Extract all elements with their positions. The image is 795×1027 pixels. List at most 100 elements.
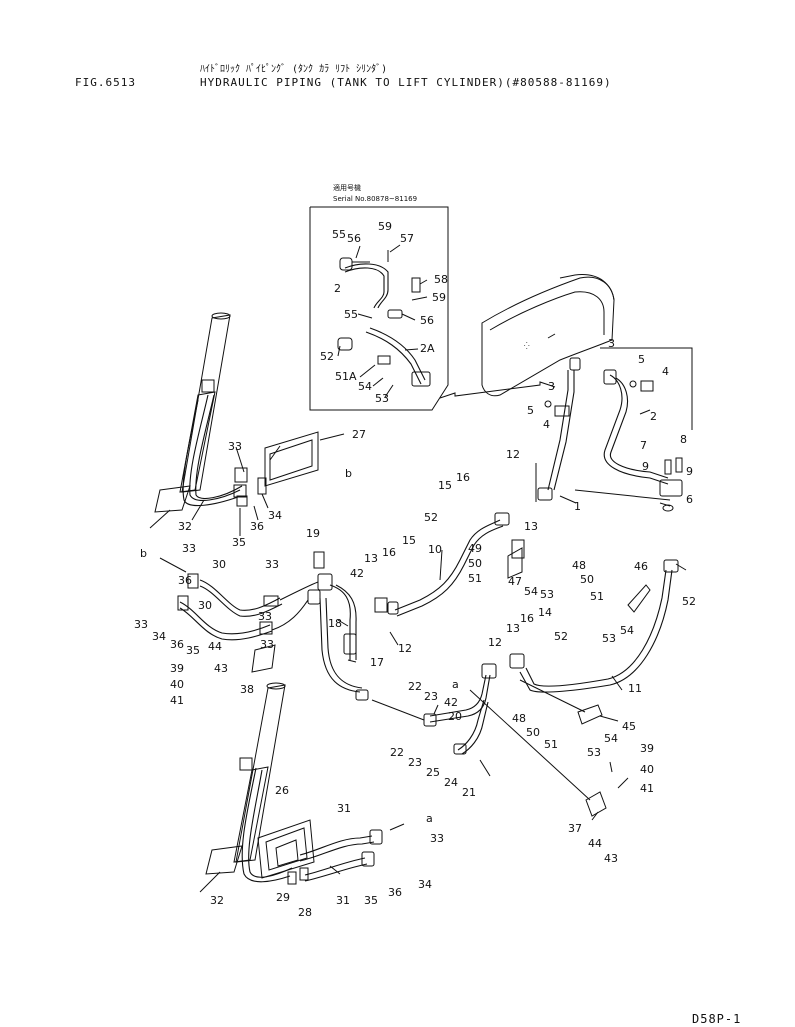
callout-12: 12 <box>488 636 502 649</box>
callout-33: 33 <box>134 618 148 631</box>
callout-52: 52 <box>682 595 696 608</box>
callout-34: 34 <box>152 630 166 643</box>
figure-title-japanese: ﾊｲﾄﾞﾛﾘｯｸ ﾊﾟｲﾋﾟﾝｸﾞ (ﾀﾝｸ ｶﾗ ﾘﾌﾄ ｼﾘﾝﾀﾞ) <box>200 64 388 75</box>
control-valve-lines <box>374 512 679 817</box>
callout-28: 28 <box>298 906 312 919</box>
callout-36: 36 <box>250 520 264 533</box>
figure-title: HYDRAULIC PIPING (TANK TO LIFT CYLINDER)… <box>200 76 612 89</box>
callout-18: 18 <box>328 617 342 630</box>
callout-53: 53 <box>375 392 389 405</box>
callout-9: 9 <box>686 465 693 478</box>
callout-44: 44 <box>208 640 222 653</box>
lower-lift-cylinder <box>199 682 383 893</box>
callout-12: 12 <box>398 642 412 655</box>
callout-30: 30 <box>198 599 212 612</box>
callout-33: 33 <box>260 638 274 651</box>
callout-9: 9 <box>642 460 649 473</box>
leader-lines <box>159 409 687 875</box>
callout-5: 5 <box>527 404 534 417</box>
callout-46: 46 <box>634 560 648 573</box>
upper-lift-cylinder <box>149 312 319 529</box>
callout-50: 50 <box>580 573 594 586</box>
callout-38: 38 <box>240 683 254 696</box>
callout-49: 49 <box>468 542 482 555</box>
callout-3: 3 <box>608 337 615 350</box>
callout-59: 59 <box>432 291 446 304</box>
callout-37: 37 <box>568 822 582 835</box>
hydraulic-piping-diagram: 適用号機 Serial No.80878~81169 <box>134 183 696 919</box>
callout-32: 32 <box>210 894 224 907</box>
callout-11: 11 <box>628 682 642 695</box>
callout-36: 36 <box>170 638 184 651</box>
callout-52: 52 <box>320 350 334 363</box>
inset-caption-japanese: 適用号機 <box>333 183 361 192</box>
callout-a: a <box>452 678 459 691</box>
callout-44: 44 <box>588 837 602 850</box>
callout-4: 4 <box>543 418 550 431</box>
callout-15: 15 <box>438 479 452 492</box>
callout-20: 20 <box>448 710 462 723</box>
callout-54: 54 <box>604 732 618 745</box>
callout-1: 1 <box>574 500 581 513</box>
callout-17: 17 <box>370 656 384 669</box>
callout-58: 58 <box>434 273 448 286</box>
callout-53: 53 <box>602 632 616 645</box>
callout-23: 23 <box>424 690 438 703</box>
callout-54: 54 <box>524 585 538 598</box>
callout-35: 35 <box>186 644 200 657</box>
callout-39: 39 <box>640 742 654 755</box>
callout-13: 13 <box>364 552 378 565</box>
callout-3: 3 <box>548 380 555 393</box>
callout-13: 13 <box>506 622 520 635</box>
serial-inset-box: 適用号機 Serial No.80878~81169 <box>309 183 449 411</box>
callout-39: 39 <box>170 662 184 675</box>
callout-10: 10 <box>428 543 442 556</box>
callout-42: 42 <box>444 696 458 709</box>
callout-6: 6 <box>686 493 693 506</box>
callout-56: 56 <box>420 314 434 327</box>
callout-53: 53 <box>540 588 554 601</box>
callout-42: 42 <box>350 567 364 580</box>
callout-35: 35 <box>232 536 246 549</box>
callout-b: b <box>140 547 147 560</box>
callout-5: 5 <box>638 353 645 366</box>
page-code: D58P-1 <box>692 1012 742 1026</box>
callout-27: 27 <box>352 428 366 441</box>
callout-48: 48 <box>512 712 526 725</box>
callout-2: 2 <box>650 410 657 423</box>
callout-labels: 55 56 59 57 58 59 2 55 56 2A 52 51A 54 5… <box>134 220 696 919</box>
callout-54: 54 <box>620 624 634 637</box>
callout-b: b <box>345 467 352 480</box>
callout-59: 59 <box>378 220 392 233</box>
callout-12: 12 <box>506 448 520 461</box>
callout-57: 57 <box>400 232 414 245</box>
callout-30: 30 <box>212 558 226 571</box>
callout-26: 26 <box>275 784 289 797</box>
callout-47: 47 <box>508 575 522 588</box>
callout-51: 51 <box>468 572 482 585</box>
inset-caption-serial: Serial No.80878~81169 <box>333 195 417 203</box>
callout-36: 36 <box>178 574 192 587</box>
callout-33: 33 <box>258 610 272 623</box>
callout-23: 23 <box>408 756 422 769</box>
callout-33: 33 <box>430 832 444 845</box>
svg-text:⁛: ⁛ <box>524 342 530 350</box>
callout-4: 4 <box>662 365 669 378</box>
callout-43: 43 <box>604 852 618 865</box>
callout-24: 24 <box>444 776 458 789</box>
callout-19: 19 <box>306 527 320 540</box>
callout-35: 35 <box>364 894 378 907</box>
callout-2: 2 <box>334 282 341 295</box>
callout-a: a <box>426 812 433 825</box>
callout-16: 16 <box>456 471 470 484</box>
callout-41: 41 <box>640 782 654 795</box>
callout-25: 25 <box>426 766 440 779</box>
callout-31: 31 <box>337 802 351 815</box>
callout-13: 13 <box>524 520 538 533</box>
callout-55: 55 <box>332 228 346 241</box>
callout-41: 41 <box>170 694 184 707</box>
callout-36: 36 <box>388 886 402 899</box>
callout-8: 8 <box>680 433 687 446</box>
callout-40: 40 <box>640 763 654 776</box>
